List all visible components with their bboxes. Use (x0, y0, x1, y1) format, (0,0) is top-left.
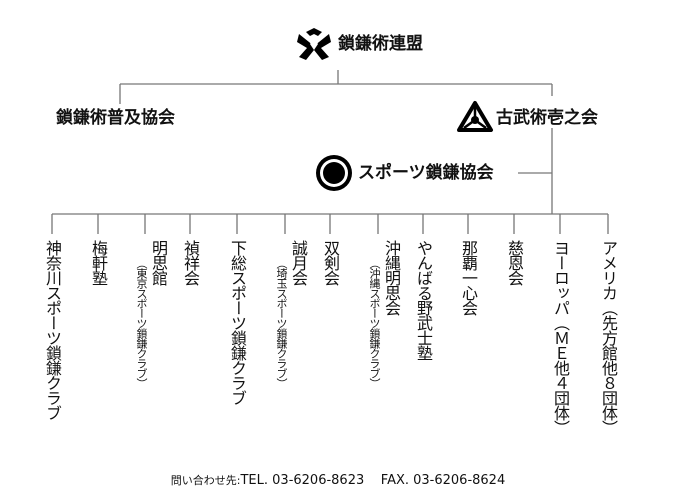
member-name: 慈恩会 (505, 240, 524, 285)
dissemination-association: 鎖鎌術普及協会 (56, 108, 175, 128)
member-item: やんばる野武士塾 (414, 240, 433, 360)
member-name: 那覇一心会 (459, 240, 478, 315)
contact-tel: TEL. 03-6206-8623 (240, 473, 365, 488)
member-item: 双剣会 (321, 240, 340, 285)
member-name: 明思館 (149, 240, 168, 285)
member-item: 那覇一心会 (459, 240, 478, 315)
member-name: ヨーロッパ（ＭＥ他４団体） (551, 240, 570, 435)
federation-title: 鎖鎌術連盟 (338, 34, 423, 54)
contact-label: 問い合わせ先: (170, 474, 241, 487)
contact-fax: FAX. 03-6206-8624 (380, 473, 506, 488)
contact-footer: 問い合わせ先:TEL. 03-6206-8623 FAX. 03-6206-86… (0, 472, 676, 488)
member-item: 禎祥会 (181, 240, 200, 285)
member-name: 梅軒塾 (89, 240, 108, 285)
target-circle-icon (316, 155, 352, 191)
member-item: 明思館（東京スポーツ鎖鎌クラブ） (135, 240, 168, 388)
kama-crest-icon (297, 28, 331, 60)
member-name: やんばる野武士塾 (414, 240, 433, 360)
member-name: 誠月会 (289, 240, 308, 285)
member-item: 梅軒塾 (89, 240, 108, 285)
member-item: ヨーロッパ（ＭＥ他４団体） (551, 240, 570, 435)
member-item: 神奈川スポーツ鎖鎌クラブ (43, 240, 62, 420)
member-subname: （埼玉スポーツ鎖鎌クラブ） (275, 258, 288, 388)
member-subname: （沖縄スポーツ鎖鎌クラブ） (368, 258, 381, 388)
member-item: 誠月会（埼玉スポーツ鎖鎌クラブ） (275, 240, 308, 388)
sports-association: スポーツ鎖鎌協会 (358, 163, 494, 183)
member-name: 神奈川スポーツ鎖鎌クラブ (43, 240, 62, 420)
member-name: 禎祥会 (181, 240, 200, 285)
member-item: 下総スポーツ鎖鎌クラブ (228, 240, 247, 405)
member-name: アメリカ（先方館他８団体） (599, 240, 618, 435)
member-name: 下総スポーツ鎖鎌クラブ (228, 240, 247, 405)
member-name: 双剣会 (321, 240, 340, 285)
member-name: 沖縄明思会 (382, 240, 401, 315)
kobujutsu-association: 古武術壱之会 (496, 108, 598, 128)
member-subname: （東京スポーツ鎖鎌クラブ） (135, 258, 148, 388)
member-item: 沖縄明思会（沖縄スポーツ鎖鎌クラブ） (368, 240, 401, 388)
triangle-crest-icon (457, 101, 493, 132)
member-item: 慈恩会 (505, 240, 524, 285)
member-item: アメリカ（先方館他８団体） (599, 240, 618, 435)
